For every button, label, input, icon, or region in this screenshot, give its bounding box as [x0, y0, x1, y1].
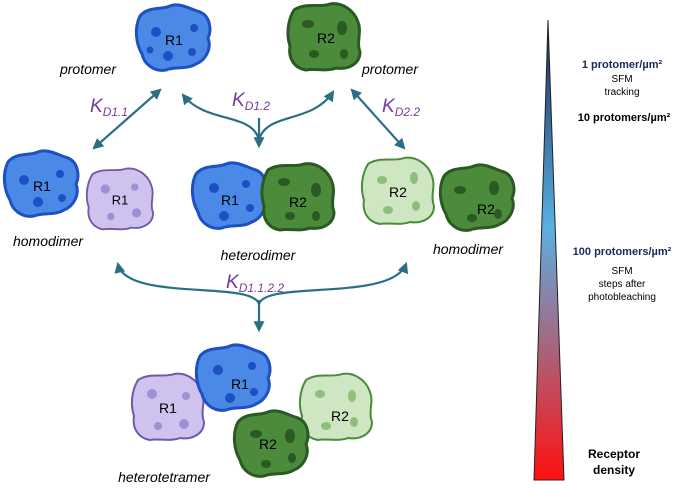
constant-kd11-sub: D1.1 [103, 105, 128, 119]
caption-heterotetramer: heterotetramer [118, 469, 211, 485]
density-wedge [533, 19, 565, 481]
caption-protomer-left: protomer [59, 61, 117, 77]
caption-protomer-right: protomer [361, 61, 419, 77]
protomer-r2-label: R2 [317, 30, 335, 46]
constant-kd11: KD1.1 [90, 96, 128, 119]
constant-kd22: KD2.2 [382, 96, 420, 119]
caption-homodimer-left: homodimer [13, 233, 84, 249]
constant-kd12: KD1.2 [232, 90, 270, 113]
constant-kd12-base: K [232, 90, 246, 111]
constant-kd1122-base: K [226, 272, 240, 293]
protomer-r1: R1 [134, 3, 212, 72]
tetramer-r1b-label: R1 [231, 376, 249, 392]
scale-mid-value: 10 protomers/µm² [578, 112, 671, 124]
tetramer-r2-dark: R2 [232, 409, 310, 478]
caption-homodimer-right: homodimer [433, 241, 504, 257]
homodimer-right-r2-light: R2 [360, 156, 435, 226]
scale-title-1: Receptor [588, 447, 640, 461]
tetramer-r1-dark: R1 [194, 343, 272, 412]
tetramer-r2b-label: R2 [259, 436, 277, 452]
caption-heterodimer: heterodimer [221, 247, 297, 263]
constant-kd12-sub: D1.2 [245, 99, 271, 113]
protomer-r1-label: R1 [165, 32, 183, 48]
homodimer-right-r2a-label: R2 [389, 184, 407, 200]
heterodimer-r1: R1 [190, 161, 268, 230]
constant-kd1122: KD1.1.2.2 [226, 272, 284, 295]
scale-high-method-2: steps after [599, 279, 646, 290]
heterodimer-r2-label: R2 [289, 194, 307, 210]
tetramer-r2a-label: R2 [331, 408, 349, 424]
homodimer-left-r1b-label: R1 [112, 193, 128, 208]
scale-high-value: 100 protomers/µm² [573, 246, 672, 258]
tetramer-r1-light: R1 [130, 372, 206, 441]
homodimer-left-r1-light: R1 [85, 167, 155, 231]
constant-kd22-base: K [382, 96, 396, 117]
constant-kd11-base: K [90, 96, 104, 117]
scale-low-value: 1 protomer/µm² [582, 59, 663, 71]
scale-low-method-1: SFM [611, 74, 632, 85]
constant-kd1122-sub: D1.1.2.2 [239, 281, 285, 295]
protomer-r2: R2 [286, 2, 362, 72]
scale-high-method-3: photobleaching [588, 292, 656, 303]
scale-high-method-1: SFM [611, 266, 632, 277]
homodimer-right-r2b-label: R2 [477, 201, 495, 217]
homodimer-left-r1-dark: R1 [2, 149, 80, 218]
arrow-kd22 [350, 88, 406, 150]
scale-title-2: density [593, 463, 635, 477]
tetramer-r1a-label: R1 [159, 400, 177, 416]
heterodimer-r2: R2 [260, 162, 336, 232]
tetramer-r2-light: R2 [298, 372, 373, 441]
homodimer-left-r1-label: R1 [33, 178, 51, 194]
constant-kd22-sub: D2.2 [395, 105, 421, 119]
scale-low-method-2: tracking [604, 87, 639, 98]
homodimer-right-r2-dark: R2 [438, 163, 516, 232]
arrow-kd11 [92, 88, 162, 150]
heterodimer-r1-label: R1 [221, 192, 239, 208]
